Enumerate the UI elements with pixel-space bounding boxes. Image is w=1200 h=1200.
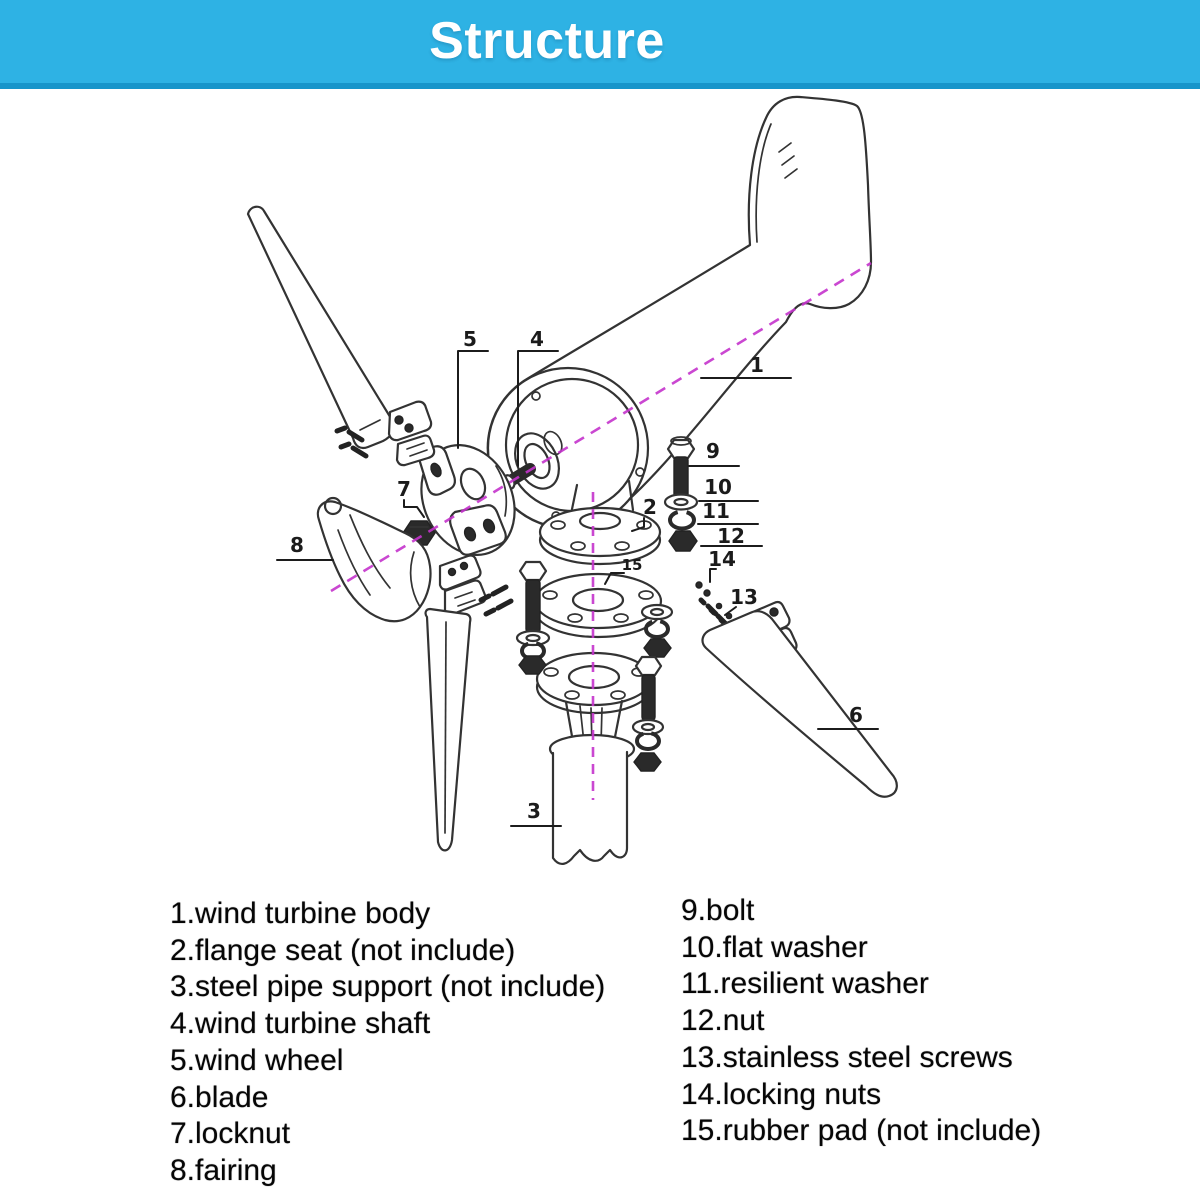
legend-item-2: 2.flange seat (not include) xyxy=(170,933,516,967)
callout-10: 10 xyxy=(704,475,732,499)
callout-14: 14 xyxy=(708,547,736,571)
callout-2: 2 xyxy=(643,495,657,519)
flange-seat xyxy=(538,506,662,566)
legend-item-8: 8.fairing xyxy=(170,1153,277,1187)
callout-13: 13 xyxy=(730,585,758,609)
legend-item-7: 7.locknut xyxy=(170,1117,291,1151)
callout-6: 6 xyxy=(849,703,863,727)
callout-labels: 1 2 3 4 5 6 7 8 9 10 11 12 13 xyxy=(276,327,879,827)
washer-stack-middle-right xyxy=(640,603,674,658)
legend-item-13: 13.stainless steel screws xyxy=(681,1040,1013,1074)
wind-wheel-hub xyxy=(418,443,516,557)
parts-legend-left: 1.wind turbine body 2.flange seat (not i… xyxy=(170,896,605,1190)
legend-right-column: 9.bolt 10.flat washer 11.resilient washe… xyxy=(681,893,1041,1150)
bolt-stack-middle-left xyxy=(515,560,551,675)
callout-4: 4 xyxy=(530,327,544,351)
callout-1: 1 xyxy=(750,353,764,377)
centerlines xyxy=(330,261,872,800)
header-banner: Structure xyxy=(0,0,1200,89)
callout-5: 5 xyxy=(463,327,477,351)
parts-legend-right: 9.bolt 10.flat washer 11.resilient washe… xyxy=(681,893,1041,1150)
legend-item-12: 12.nut xyxy=(681,1004,765,1038)
callout-8: 8 xyxy=(290,533,304,557)
fairing xyxy=(316,496,432,623)
callout-11: 11 xyxy=(702,499,730,523)
callout-7: 7 xyxy=(397,477,411,501)
callout-12: 12 xyxy=(717,524,745,548)
legend-item-9: 9.bolt xyxy=(681,894,755,927)
blade-bottom-left xyxy=(424,554,514,852)
legend-item-6: 6.blade xyxy=(170,1080,269,1114)
legend-item-1: 1.wind turbine body xyxy=(170,897,431,930)
legend-item-15: 15.rubber pad (not include) xyxy=(681,1114,1042,1148)
blade-right xyxy=(695,581,898,798)
callout-9: 9 xyxy=(706,439,720,463)
legend-item-5: 5.wind wheel xyxy=(170,1043,344,1077)
bolt-stack-right xyxy=(663,436,699,552)
legend-item-10: 10.flat washer xyxy=(681,930,868,964)
page-title: Structure xyxy=(429,12,665,70)
callout-15: 15 xyxy=(622,556,643,574)
legend-left-column: 1.wind turbine body 2.flange seat (not i… xyxy=(170,896,605,1190)
rubber-pad xyxy=(533,572,663,639)
legend-item-14: 14.locking nuts xyxy=(681,1077,882,1111)
blade-upper-left xyxy=(246,205,436,467)
legend-item-3: 3.steel pipe support (not include) xyxy=(170,970,606,1004)
bolt-stack-lower-right xyxy=(631,655,665,772)
legend-item-4: 4.wind turbine shaft xyxy=(170,1007,431,1041)
callout-3: 3 xyxy=(527,799,541,823)
legend-item-11: 11.resilient washer xyxy=(681,967,929,1001)
